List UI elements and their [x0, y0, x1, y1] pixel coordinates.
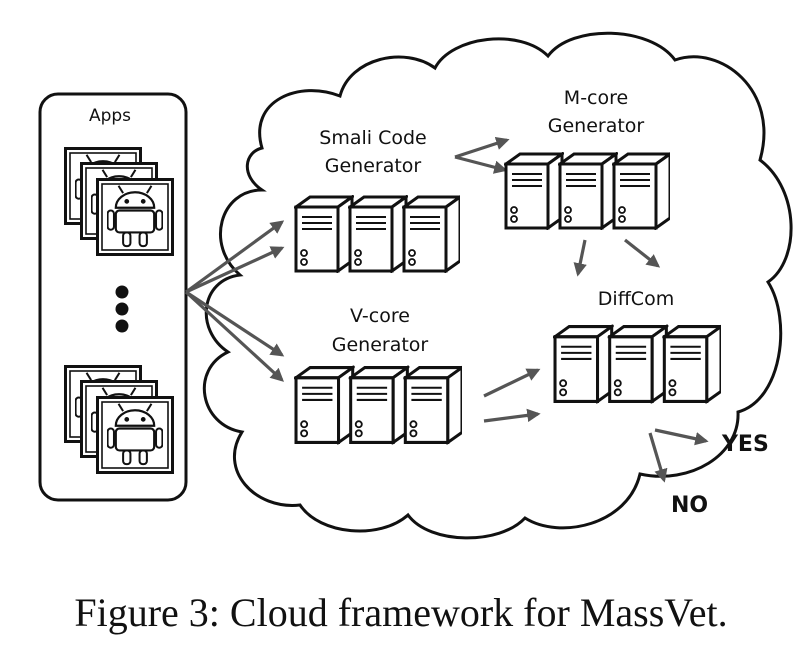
arrow-to-vcore [185, 290, 285, 357]
arrow-to-yes [654, 428, 709, 446]
m-core-generator: M-core Generator [506, 87, 670, 228]
arrow-to-no [648, 432, 668, 483]
apps-panel: Apps [38, 92, 188, 502]
cloud-boundary [202, 31, 793, 540]
smali-to-mcore-arrows [454, 136, 510, 174]
vcore-label-line2: Generator [332, 334, 429, 356]
apps-panel-title: Apps [89, 106, 131, 126]
outcome-yes: YES [721, 432, 769, 457]
arrow-to-smali [185, 220, 285, 294]
server-tower-icon [296, 197, 460, 271]
server-tower-icon [506, 154, 670, 228]
android-robot-icon [98, 398, 173, 473]
outcome-no: NO [671, 493, 708, 518]
smali-code-generator: Smali Code Generator [296, 127, 460, 271]
mcore-label-line2: Generator [548, 115, 645, 137]
app-stack-bottom [66, 367, 173, 473]
diffcom-label: DiffCom [598, 288, 674, 310]
figure-caption: Figure 3: Cloud framework for MassVet. [74, 590, 727, 635]
arrow-to-vcore [184, 290, 284, 382]
outcome-arrows [648, 428, 709, 483]
arrow-to-smali [185, 246, 285, 294]
smali-label-line2: Generator [325, 155, 422, 177]
v-core-generator: V-core Generator [296, 305, 462, 442]
input-arrows [184, 220, 285, 382]
mcore-to-diffcom-arrows [573, 238, 661, 277]
app-stack-top [66, 149, 173, 255]
android-robot-icon [98, 180, 173, 255]
smali-label-line1: Smali Code [319, 127, 426, 149]
vcore-label-line1: V-core [350, 305, 410, 327]
vertical-ellipsis [115, 285, 129, 333]
server-tower-icon [555, 327, 721, 402]
mcore-label-line1: M-core [564, 87, 628, 109]
diffcom: DiffCom [555, 288, 721, 401]
server-tower-icon [296, 368, 462, 443]
vcore-to-diffcom-arrows [483, 368, 541, 423]
